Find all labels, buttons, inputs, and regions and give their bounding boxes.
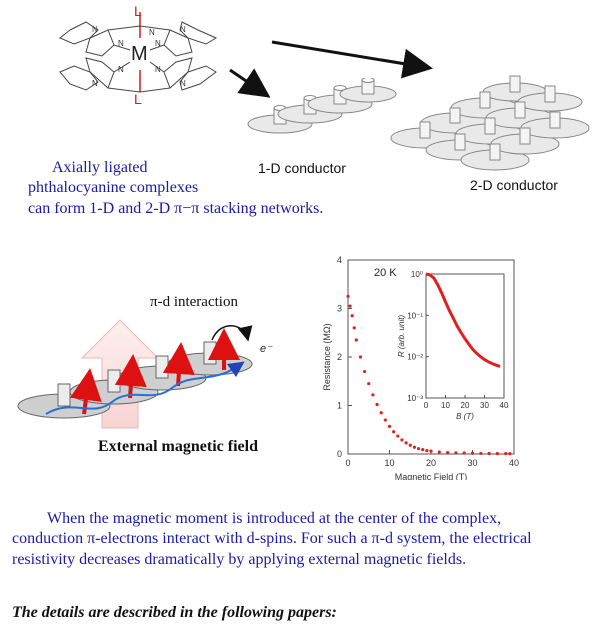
nitrogen-label: N	[118, 65, 124, 74]
inset-frame	[425, 273, 505, 399]
inset-series-line	[425, 272, 501, 368]
x-tick-label: 30	[467, 458, 477, 468]
inset-x-tick-label: 0	[424, 401, 429, 410]
interaction-arc-arrow	[211, 325, 253, 342]
data-point	[352, 326, 356, 330]
nitrogen-label: N	[155, 39, 161, 48]
y-tick-label: 4	[337, 255, 342, 265]
arrow-to-2d	[271, 40, 433, 79]
data-point	[400, 438, 404, 442]
inset-x-axis-label: B (T)	[456, 412, 474, 421]
caption-line-2: phthalocyanine complexes	[28, 179, 199, 196]
paragraph-line-1: When the magnetic moment is introduced a…	[47, 510, 502, 527]
data-point	[412, 445, 416, 449]
nitrogen-label: N	[92, 79, 98, 88]
data-point	[358, 355, 363, 359]
y-tick-label: 1	[337, 401, 342, 411]
arrows	[229, 40, 433, 98]
metal-center: M	[131, 43, 148, 65]
electron-label: e⁻	[260, 343, 273, 355]
x-tick-label: 10	[384, 458, 394, 468]
y-tick-label: 0	[337, 449, 342, 459]
data-point	[479, 451, 483, 456]
data-point	[387, 424, 392, 428]
spin-arrow	[162, 342, 195, 387]
data-point	[429, 449, 433, 453]
inset-y-tick-label: 10⁰	[411, 270, 423, 279]
inset-x-tick-label: 10	[441, 401, 450, 410]
inset-x-tick-label: 30	[480, 401, 489, 410]
x-tick-label: 0	[345, 458, 350, 468]
nitrogen-label: N	[92, 25, 98, 34]
nitrogen-label: N	[149, 28, 155, 37]
nitrogen-label: N	[155, 65, 161, 74]
data-point	[396, 434, 400, 438]
caption-line-3: can form 1-D and 2-D π−π stacking networ…	[28, 200, 324, 217]
data-point	[392, 430, 396, 434]
details-heading: The details are described in the followi…	[12, 604, 337, 621]
y-tick-label: 2	[337, 352, 342, 362]
paragraph-line-3: resistivity decreases dramatically by ap…	[12, 551, 467, 568]
spin-arrow	[114, 354, 147, 399]
data-point	[421, 448, 425, 452]
data-point	[363, 369, 367, 374]
inset-y-tick-label: 10⁻¹	[407, 311, 423, 320]
data-point	[375, 402, 379, 407]
y-tick-label: 3	[337, 304, 342, 314]
data-point	[504, 452, 508, 456]
inset-y-tick-label: 10⁻³	[407, 394, 423, 403]
data-point	[487, 451, 491, 456]
stack-2d-illustration	[390, 75, 590, 171]
label-1d-conductor: 1-D conductor	[258, 160, 346, 176]
inset-x-tick-label: 40	[500, 401, 509, 410]
data-point	[416, 447, 421, 451]
data-point	[446, 450, 450, 455]
external-field-label: External magnetic field	[98, 438, 258, 455]
temperature-annotation: 20 K	[374, 267, 397, 279]
nitrogen-label: N	[118, 39, 124, 48]
nitrogen-label: N	[180, 79, 186, 88]
pi-d-interaction-label: π-d interaction	[150, 294, 238, 310]
pi-d-stack-illustration: e⁻	[17, 319, 273, 429]
data-point	[425, 449, 429, 453]
x-axis-label: Magnetic Field (T)	[395, 472, 468, 480]
data-point	[350, 314, 354, 318]
data-point	[346, 294, 350, 298]
data-point	[367, 382, 371, 386]
data-point	[404, 441, 408, 445]
x-tick-label: 40	[509, 458, 519, 468]
x-tick-label: 20	[426, 458, 436, 468]
data-point	[408, 443, 412, 447]
label-2d-conductor: 2-D conductor	[470, 177, 558, 193]
phthalocyanine-structure: L L M N N N N N N N N N	[59, 3, 218, 107]
axial-ligand-top: L	[134, 3, 142, 19]
data-point	[470, 451, 475, 455]
data-point	[495, 452, 499, 456]
data-point	[371, 393, 375, 397]
data-point	[348, 304, 352, 308]
caption-line-1: Axially ligated	[52, 159, 148, 176]
y-axis-label: Resistance (MΩ)	[322, 323, 332, 390]
data-point	[462, 451, 466, 455]
axial-ligand-bottom: L	[134, 91, 142, 107]
data-point	[379, 411, 383, 415]
data-point	[354, 338, 358, 342]
stack-1d-illustration	[247, 78, 397, 134]
arrow-to-1d	[229, 68, 271, 98]
data-point	[508, 452, 512, 456]
nitrogen-label: N	[180, 25, 186, 34]
data-point	[454, 451, 458, 455]
inset-y-axis-label: R (arb. unit)	[397, 315, 406, 358]
paragraph-line-2: conduction π-electrons interact with d-s…	[12, 530, 532, 547]
electron-path	[45, 361, 245, 415]
data-point	[383, 418, 387, 422]
inset-x-tick-label: 20	[461, 401, 470, 410]
data-point	[437, 450, 441, 454]
inset-y-tick-label: 10⁻²	[407, 353, 423, 362]
